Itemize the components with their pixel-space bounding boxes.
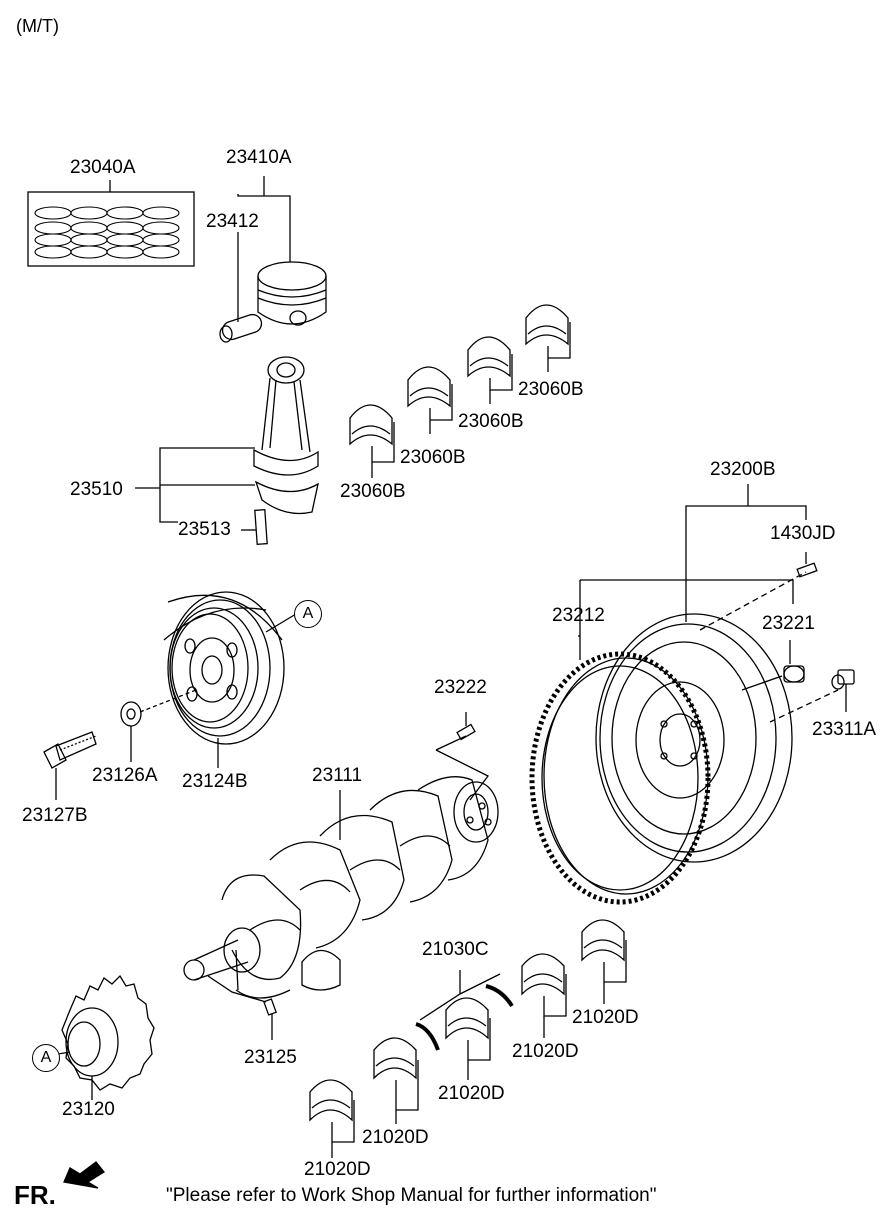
- label-21020D-4: 21020D: [362, 1127, 429, 1148]
- crankshaft-sprocket: [57, 974, 155, 1100]
- label-23200B: 23200B: [710, 459, 776, 480]
- label-1430JD: 1430JD: [770, 523, 836, 544]
- label-23120: 23120: [62, 1099, 115, 1120]
- flywheel: [529, 484, 855, 905]
- label-23212: 23212: [552, 605, 605, 626]
- label-23221: 23221: [762, 613, 815, 634]
- callout-a-sprocket: A: [32, 1044, 60, 1072]
- crankshaft: [183, 712, 499, 999]
- label-23111: 23111: [312, 765, 363, 786]
- callout-a-pulley: A: [294, 600, 322, 628]
- label-23060B-1: 23060B: [518, 379, 584, 400]
- main-bearings: [309, 919, 627, 1158]
- label-23410A: 23410A: [226, 147, 292, 168]
- pulley-bolt: [43, 731, 97, 800]
- connecting-rod: [135, 356, 319, 546]
- label-23222: 23222: [434, 677, 487, 698]
- damper-pulley: [120, 591, 297, 768]
- label-23060B-2: 23060B: [458, 411, 524, 432]
- woodruff-key: [207, 975, 277, 1040]
- front-direction-label: FR.: [14, 1180, 56, 1210]
- piston-ring-set: [27, 180, 195, 267]
- label-23060B-4: 23060B: [340, 481, 406, 502]
- label-21030C: 21030C: [422, 939, 489, 960]
- conrod-bearings: [349, 304, 571, 478]
- arrow-icon: [63, 1161, 105, 1189]
- label-23513: 23513: [178, 519, 231, 540]
- label-21020D-3: 21020D: [438, 1083, 505, 1104]
- label-23510: 23510: [70, 479, 123, 500]
- label-21020D-1: 21020D: [572, 1007, 639, 1028]
- label-23124B: 23124B: [182, 771, 248, 792]
- label-23127B: 23127B: [22, 805, 88, 826]
- footer-note: "Please refer to Work Shop Manual for fu…: [166, 1185, 657, 1206]
- label-23040A: 23040A: [70, 157, 136, 178]
- variant-label: (M/T): [16, 16, 59, 36]
- label-21020D-5: 21020D: [304, 1159, 371, 1180]
- label-21020D-2: 21020D: [512, 1041, 579, 1062]
- label-23412: 23412: [206, 211, 259, 232]
- label-23126A: 23126A: [92, 765, 158, 786]
- label-23060B-3: 23060B: [400, 447, 466, 468]
- label-23125: 23125: [244, 1047, 297, 1068]
- piston-assembly: [219, 176, 327, 343]
- label-23311A: 23311A: [812, 719, 877, 740]
